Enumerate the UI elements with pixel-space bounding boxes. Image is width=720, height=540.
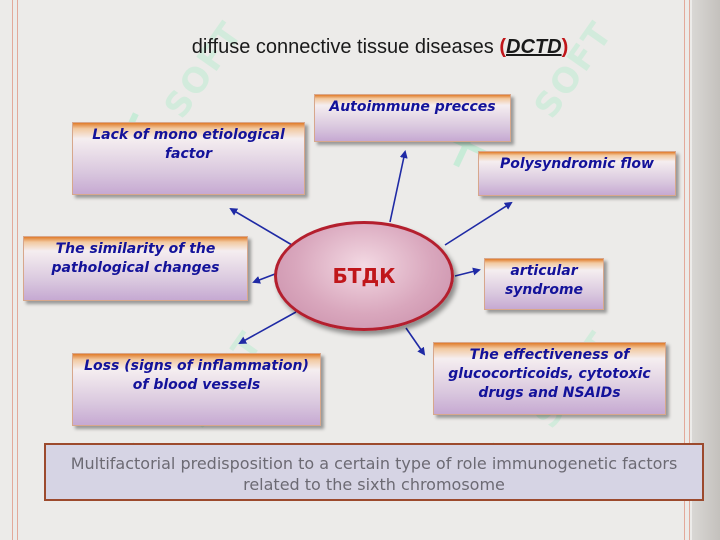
box-articular-label: articular syndrome xyxy=(504,263,584,298)
box-effectiveness-label: The effectiveness of glucocorticoids, cy… xyxy=(448,347,651,401)
arrow-to-autoimmune xyxy=(389,150,408,223)
box-mono-etiological-label: Lack of mono etiological factor xyxy=(92,127,285,162)
box-mono-etiological: Lack of mono etiological factor xyxy=(72,122,305,195)
box-autoimmune: Autoimmune precces xyxy=(314,94,511,142)
box-blood-vessels: Loss (signs of inflammation) of blood ve… xyxy=(72,353,321,426)
bottom-note-text: Multifactorial predisposition to a certa… xyxy=(70,454,678,494)
bottom-note-box: Multifactorial predisposition to a certa… xyxy=(44,443,704,501)
arrow-to-articular xyxy=(454,267,481,277)
box-similarity-label: The similarity of the pathological chang… xyxy=(51,241,220,276)
arrow-to-similarity xyxy=(252,273,276,284)
center-label: БТДК xyxy=(332,264,396,288)
title-paren-open: ( xyxy=(499,36,507,58)
box-similarity: The similarity of the pathological chang… xyxy=(23,236,248,301)
arrow-to-mono xyxy=(229,207,293,246)
box-autoimmune-label: Autoimmune precces xyxy=(329,99,496,115)
title-abbr: DCTD xyxy=(506,36,562,58)
box-articular: articular syndrome xyxy=(484,258,604,310)
box-blood-vessels-label: Loss (signs of inflammation) of blood ve… xyxy=(84,358,309,393)
title-text: diffuse connective tissue diseases xyxy=(191,36,500,58)
box-effectiveness: The effectiveness of glucocorticoids, cy… xyxy=(433,342,666,415)
arrow-to-vessels xyxy=(238,311,297,344)
arrow-to-polysyndromic xyxy=(444,201,513,246)
box-polysyndromic-label: Polysyndromic flow xyxy=(500,156,654,172)
right-border-line xyxy=(684,0,685,540)
box-polysyndromic: Polysyndromic flow xyxy=(478,151,676,196)
right-border-line-inner xyxy=(689,0,690,540)
slide-title: diffuse connective tissue diseases (DCTD… xyxy=(0,36,720,59)
center-ellipse: БТДК xyxy=(274,221,454,331)
arrow-to-effectiveness xyxy=(405,327,426,356)
title-paren-close: ) xyxy=(561,36,569,58)
left-border-line-inner xyxy=(17,0,18,540)
left-border-line xyxy=(12,0,13,540)
